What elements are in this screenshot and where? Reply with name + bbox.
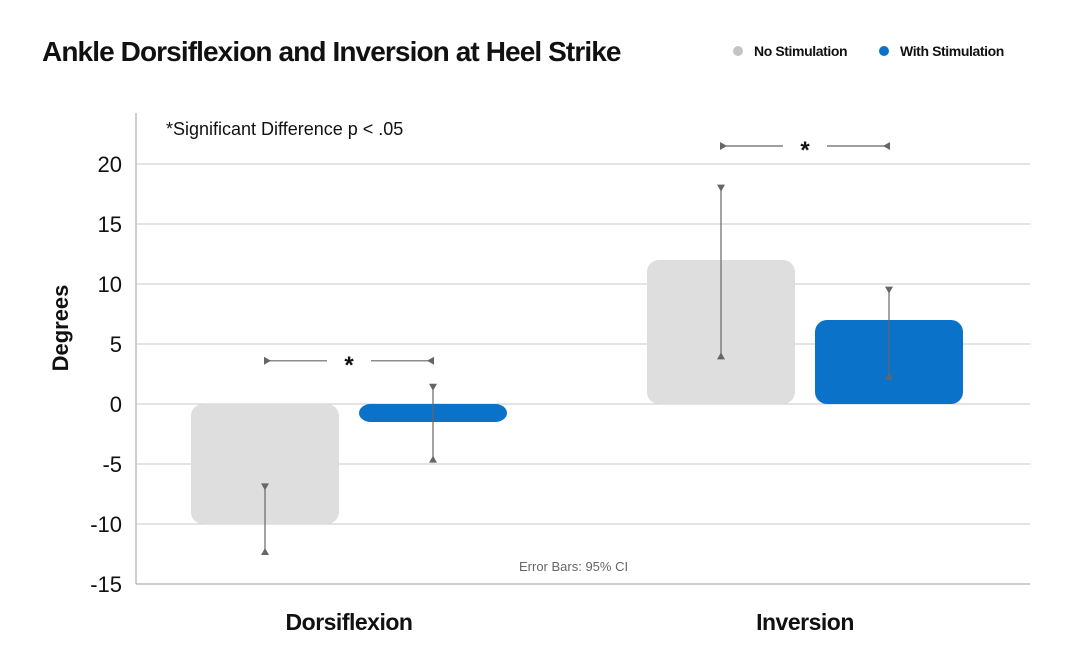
- bar-dorsiflexion-no-stimulation: [191, 404, 339, 524]
- legend-label-1: With Stimulation: [900, 43, 1004, 59]
- significance-bracket: *: [264, 352, 434, 379]
- error-bar: [885, 286, 893, 380]
- bars: [191, 260, 963, 524]
- category-label-inversion: Inversion: [756, 609, 854, 635]
- error-bars: [261, 184, 893, 555]
- chart-title: Ankle Dorsiflexion and Inversion at Heel…: [42, 36, 621, 67]
- y-tick-label: 10: [98, 272, 122, 297]
- legend-marker-1: [879, 46, 889, 56]
- y-tick-label: 5: [110, 332, 122, 357]
- error-bar: [429, 383, 437, 463]
- y-tick-label: 0: [110, 392, 122, 417]
- legend: No Stimulation With Stimulation: [733, 43, 1004, 59]
- significance-star: *: [800, 137, 810, 164]
- y-tick-label: 15: [98, 212, 122, 237]
- significance-bracket: *: [720, 137, 890, 164]
- legend-marker-0: [733, 46, 743, 56]
- y-tick-label: -5: [102, 452, 122, 477]
- y-tick-label: 20: [98, 152, 122, 177]
- y-tick-label: -15: [90, 572, 122, 597]
- error-bar: [261, 483, 269, 555]
- error-bar: [717, 184, 725, 360]
- y-tick-label: -10: [90, 512, 122, 537]
- x-axis-categories: Dorsiflexion Inversion: [286, 609, 855, 635]
- y-axis-label: Degrees: [48, 285, 73, 372]
- legend-label-0: No Stimulation: [754, 43, 847, 59]
- category-label-dorsiflexion: Dorsiflexion: [286, 609, 413, 635]
- y-axis-ticks: 20 15 10 5 0 -5 -10 -15: [90, 152, 122, 597]
- significance-star: *: [344, 352, 354, 379]
- significance-note: *Significant Difference p < .05: [166, 119, 403, 139]
- significance-markers: **: [264, 137, 890, 379]
- error-bars-note: Error Bars: 95% CI: [519, 559, 628, 574]
